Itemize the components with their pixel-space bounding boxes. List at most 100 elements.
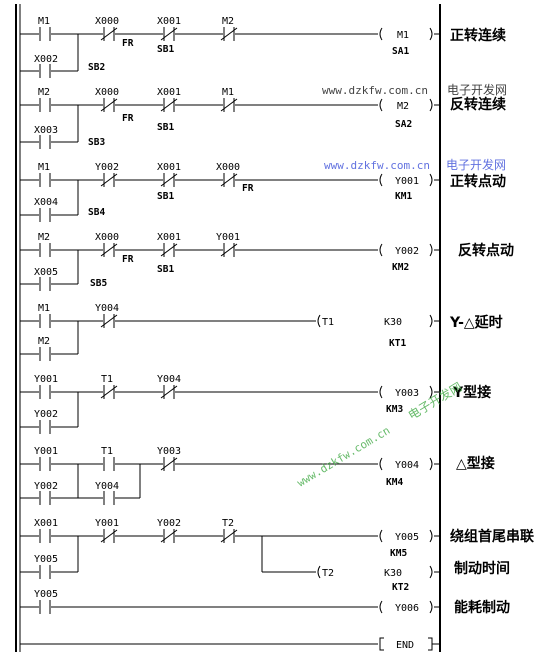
rung-8: X001 Y001 Y002 T2 Y005 Y005 KM5 bbox=[20, 518, 535, 593]
contact-label: X000 bbox=[216, 162, 240, 173]
contact-nc bbox=[100, 172, 118, 188]
watermark-url: www.dzkfw.com.cn bbox=[295, 424, 393, 490]
contact-label: X002 bbox=[34, 54, 58, 65]
contact-no bbox=[39, 172, 51, 188]
device-tag: KT2 bbox=[392, 582, 409, 593]
device-tag: KM1 bbox=[395, 191, 412, 202]
contact-no bbox=[39, 346, 51, 362]
watermark-url: www.dzkfw.com.cn bbox=[322, 84, 428, 97]
contact-nc bbox=[100, 384, 118, 400]
contact-label: Y003 bbox=[157, 446, 181, 457]
watermark-site: 电子开发网 bbox=[447, 82, 507, 97]
rung-3: M1 Y002 X001 SB1 X000 FR X004 SB4 Y001 bbox=[20, 162, 506, 223]
device-tag: KM4 bbox=[386, 477, 403, 488]
contact-no bbox=[39, 26, 51, 42]
coil-label: Y004 bbox=[395, 460, 419, 471]
contact-no bbox=[39, 97, 51, 113]
contact-no bbox=[39, 419, 51, 435]
timer-label: T1 bbox=[322, 317, 334, 328]
device-tag: SB1 bbox=[157, 44, 174, 55]
rung-comment: 反转点动 bbox=[458, 242, 514, 259]
rung-4: M2 X000 FR X001 SB1 Y001 X005 SB5 Y002 bbox=[20, 232, 514, 292]
contact-label: T1 bbox=[101, 374, 113, 385]
rung-comment-timer: 制动时间 bbox=[454, 560, 510, 577]
contact-nc bbox=[220, 242, 238, 258]
rung-5: M1 Y004 M2 T1 K30 KT1 Y-△延时 bbox=[20, 303, 503, 362]
contact-nc bbox=[220, 26, 238, 42]
contact-label: X001 bbox=[157, 16, 181, 27]
device-tag: SA2 bbox=[395, 119, 412, 130]
contact-label: Y005 bbox=[34, 554, 58, 565]
device-tag: KM3 bbox=[386, 404, 403, 415]
contact-label: Y004 bbox=[95, 303, 119, 314]
rung-comment: 能耗制动 bbox=[454, 599, 510, 616]
contact-no bbox=[39, 384, 51, 400]
contact-nc bbox=[100, 97, 118, 113]
contact-label: Y002 bbox=[34, 481, 58, 492]
contact-nc bbox=[160, 26, 178, 42]
contact-label: Y002 bbox=[34, 409, 58, 420]
end-instruction: END bbox=[396, 640, 414, 651]
watermark-1: www.dzkfw.com.cn 电子开发网 bbox=[322, 82, 507, 97]
output-coil bbox=[379, 173, 440, 187]
contact-no bbox=[39, 564, 51, 580]
coil-label: M1 bbox=[397, 30, 409, 41]
contact-label: X005 bbox=[34, 267, 58, 278]
rung-comment: Y-△延时 bbox=[449, 314, 503, 331]
contact-no bbox=[39, 63, 51, 79]
contact-label: X000 bbox=[95, 16, 119, 27]
output-coil bbox=[379, 457, 440, 471]
device-tag: SB3 bbox=[88, 137, 105, 148]
contact-label: X001 bbox=[157, 232, 181, 243]
device-tag: SB4 bbox=[88, 207, 105, 218]
contact-label: M1 bbox=[38, 16, 50, 27]
output-coil bbox=[379, 529, 440, 543]
timer-coil bbox=[317, 314, 440, 328]
contact-label: Y001 bbox=[95, 518, 119, 529]
rung-comment: △型接 bbox=[456, 455, 495, 472]
contact-label: X000 bbox=[95, 232, 119, 243]
contact-label: Y001 bbox=[216, 232, 240, 243]
contact-label: M2 bbox=[38, 336, 50, 347]
contact-nc bbox=[100, 313, 118, 329]
contact-nc bbox=[220, 172, 238, 188]
rung-9: Y005 Y006 能耗制动 bbox=[20, 589, 510, 616]
contact-label: M1 bbox=[222, 87, 234, 98]
contact-no bbox=[39, 207, 51, 223]
contact-label: Y001 bbox=[34, 446, 58, 457]
contact-label: Y004 bbox=[95, 481, 119, 492]
contact-label: M2 bbox=[38, 232, 50, 243]
coil-label: Y006 bbox=[395, 603, 419, 614]
timer-setting: K30 bbox=[384, 317, 402, 328]
output-coil bbox=[379, 385, 440, 399]
rung-1: M1 X000 FR X001 SB1 M2 X002 SB2 bbox=[20, 16, 506, 79]
device-tag: SB1 bbox=[157, 122, 174, 133]
contact-no bbox=[39, 134, 51, 150]
device-tag: KT1 bbox=[389, 338, 406, 349]
watermark-site: 电子开发网 bbox=[446, 157, 506, 172]
output-coil bbox=[379, 243, 440, 257]
coil-label: Y002 bbox=[395, 246, 419, 257]
rung-comment: Y型接 bbox=[452, 384, 491, 401]
rung-comment: 正转点动 bbox=[450, 173, 506, 190]
device-tag: FR bbox=[122, 113, 134, 124]
timer-coil bbox=[317, 565, 440, 579]
contact-nc bbox=[100, 26, 118, 42]
contact-label: T1 bbox=[101, 446, 113, 457]
contact-nc bbox=[160, 172, 178, 188]
contact-no bbox=[39, 276, 51, 292]
device-tag: SB1 bbox=[157, 191, 174, 202]
contact-label: M2 bbox=[222, 16, 234, 27]
coil-label: Y001 bbox=[395, 176, 419, 187]
contact-nc bbox=[160, 456, 178, 472]
device-tag: SB2 bbox=[88, 62, 105, 73]
device-tag: FR bbox=[122, 254, 134, 265]
contact-nc bbox=[220, 528, 238, 544]
coil-label: M2 bbox=[397, 101, 409, 112]
end-rung: END bbox=[20, 637, 440, 651]
contact-label: Y002 bbox=[95, 162, 119, 173]
output-coil bbox=[379, 98, 440, 112]
contact-no bbox=[103, 456, 115, 472]
contact-label: M1 bbox=[38, 303, 50, 314]
